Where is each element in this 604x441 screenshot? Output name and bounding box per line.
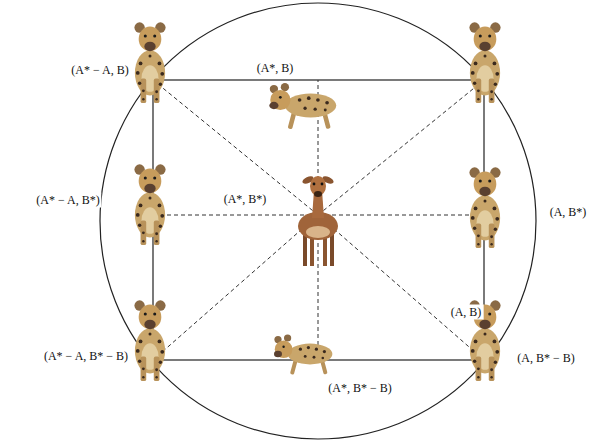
coordinate-label: (A*, B) [255,61,296,76]
hyena-icon [134,22,165,103]
hyena-icon [269,83,336,129]
coordinate-label: (A* − A, B) [69,63,130,78]
hyena-icon [469,167,500,248]
dashed-ray [318,80,484,215]
hyena-icon [469,22,500,103]
coordinate-label: (A*, B*) [222,192,269,207]
encircling-square [153,80,484,360]
coordinate-label: (A, B* − B) [515,351,576,366]
coordinate-label: (A* − A, B*) [34,193,101,208]
dashed-ray [153,215,318,360]
dashed-rays [153,80,484,360]
enclosing-circle [100,3,536,439]
dashed-ray [318,215,484,216]
coordinate-label: (A, B) [449,305,484,320]
dashed-ray [153,215,318,216]
coordinate-label: (A*, B* − B) [326,381,393,396]
hyena-icon [134,164,165,245]
coordinate-label: (A, B*) [548,205,589,220]
deer-icon [298,175,338,266]
hyena-icon [134,300,165,381]
dashed-ray [318,215,484,360]
hyena-icon [274,334,332,374]
coordinate-label: (A* − A, B* − B) [42,349,130,364]
